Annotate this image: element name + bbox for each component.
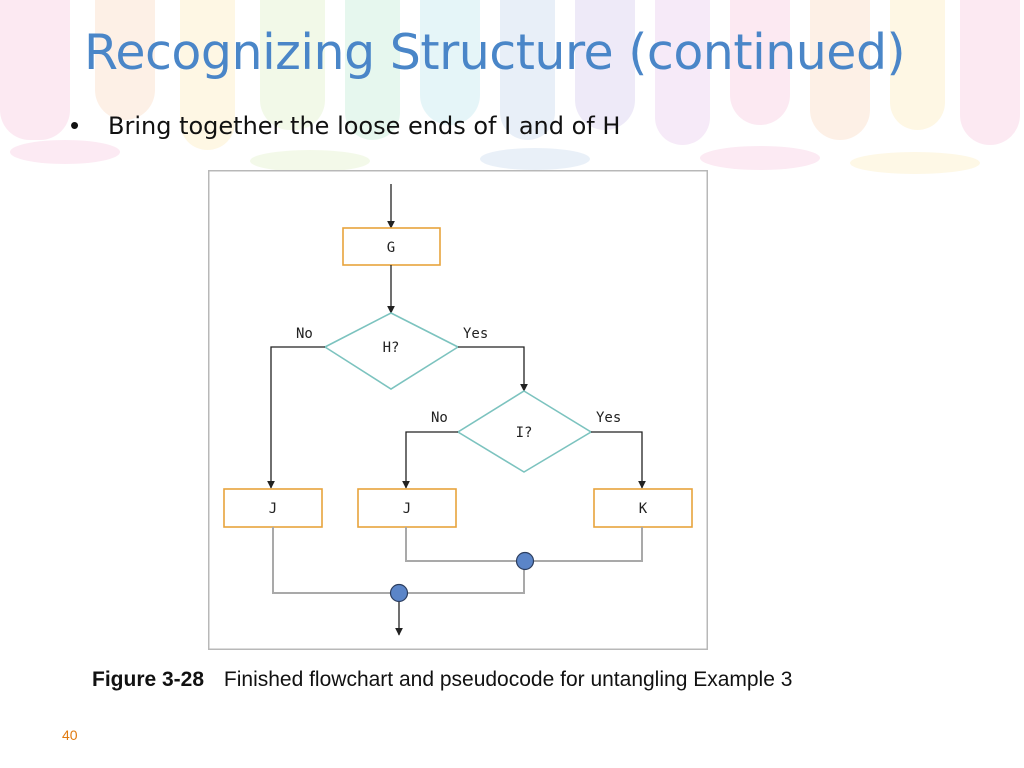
process-box-j-middle	[357, 488, 457, 528]
slide-title: Recognizing Structure (continued)	[84, 24, 906, 81]
arrow-h-yes	[458, 346, 528, 392]
figure-caption: Figure 3-28 Finished flowchart and pseud…	[92, 668, 792, 692]
process-box-j-left	[223, 488, 323, 528]
label-i-yes: Yes	[596, 410, 621, 426]
figure-label: Figure 3-28	[92, 668, 205, 691]
process-g-label: G	[387, 240, 395, 256]
arrow-i-yes	[591, 431, 646, 489]
arrow-h-no	[267, 346, 325, 489]
figure-caption-text: Finished flowchart and pseudocode for un…	[223, 668, 793, 691]
process-j-middle-label: J	[403, 501, 411, 517]
label-h-yes: Yes	[463, 326, 488, 342]
slide-number: 40	[62, 727, 78, 743]
flowchart-figure: G H? No Yes I? No Yes J J K	[208, 170, 708, 650]
decision-h-label: H?	[383, 340, 400, 356]
bullet-text: Bring together the loose ends of I and o…	[108, 112, 621, 140]
decision-i-label: I?	[516, 425, 533, 441]
process-k-label: K	[639, 501, 648, 517]
process-box-g	[342, 227, 441, 266]
process-j-left-label: J	[269, 501, 277, 517]
decision-diamond-i	[456, 390, 593, 473]
figure-border	[208, 170, 708, 650]
bullet-icon: •	[70, 110, 80, 140]
join-dot-h	[389, 583, 409, 603]
decision-diamond-h	[323, 312, 460, 390]
label-i-no: No	[431, 410, 448, 426]
process-box-k	[593, 488, 693, 528]
arrow-i-no	[402, 431, 458, 489]
label-h-no: No	[296, 326, 313, 342]
bullet-item: • Bring together the loose ends of I and…	[70, 110, 620, 141]
join-dot-i	[515, 551, 535, 571]
